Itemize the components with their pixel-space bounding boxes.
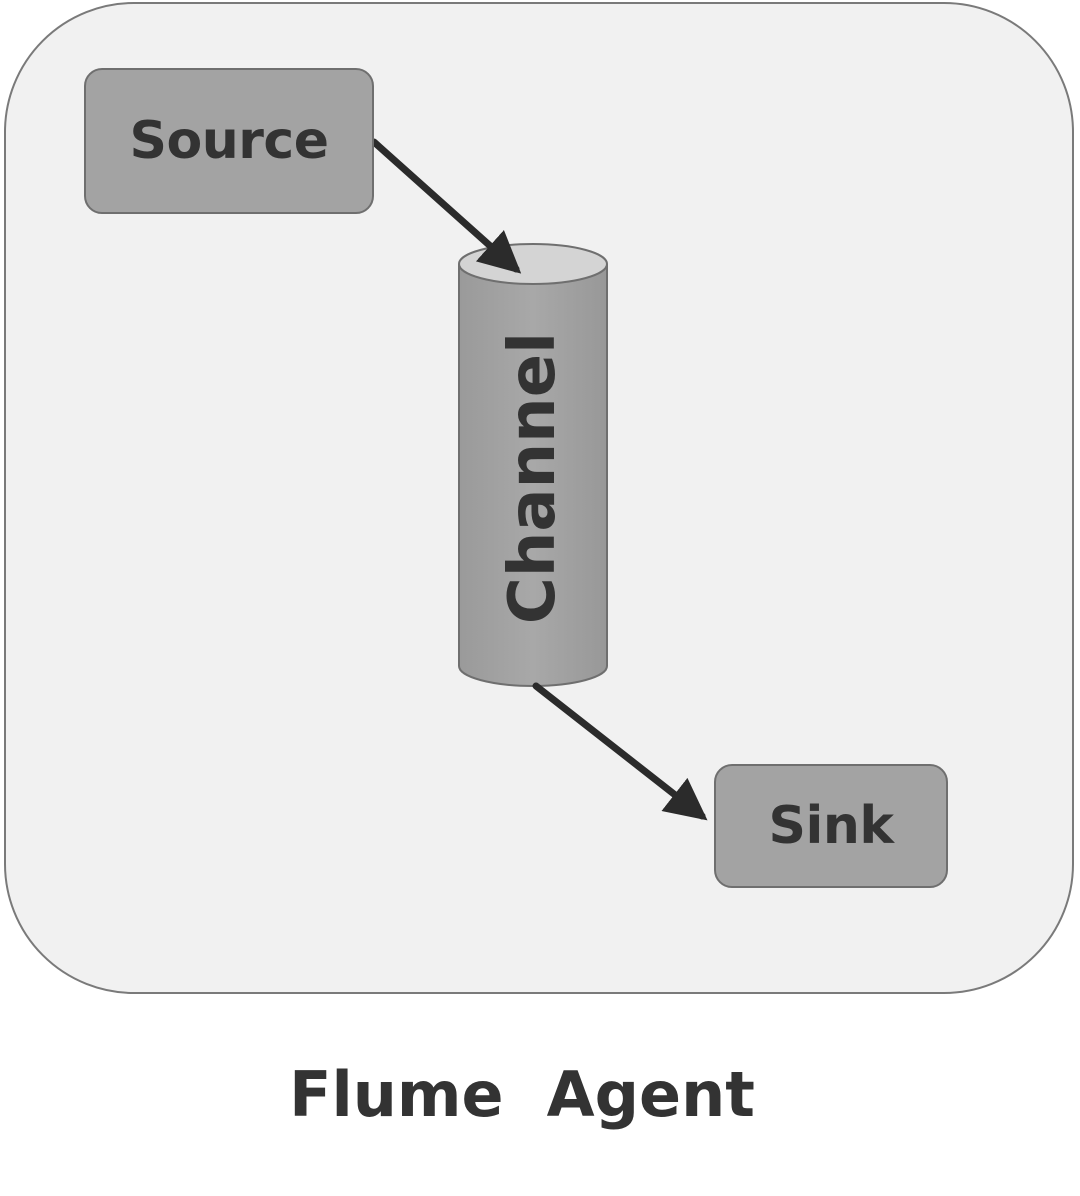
diagram-caption: Flume Agent	[289, 1058, 755, 1131]
source-label: Source	[129, 111, 329, 171]
source-node: Source	[84, 68, 374, 214]
sink-label: Sink	[768, 796, 894, 856]
sink-node: Sink	[714, 764, 948, 888]
channel-label: Channel	[496, 331, 570, 625]
